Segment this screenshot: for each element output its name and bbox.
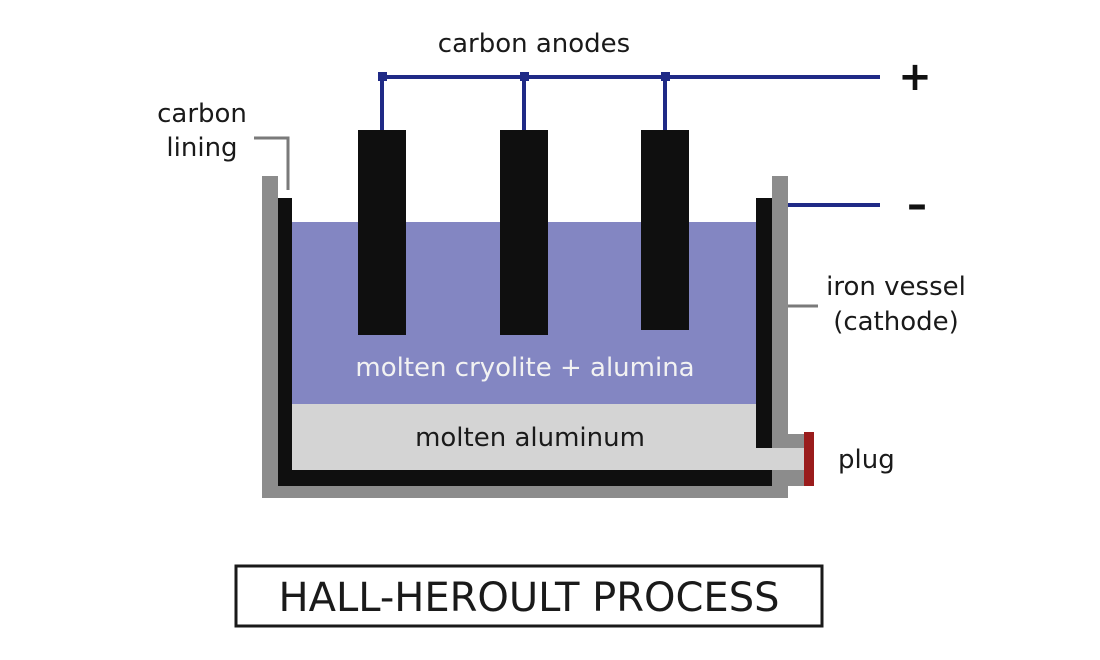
title-frame xyxy=(234,564,824,628)
drain-channel-bottom xyxy=(772,470,806,486)
lining-right xyxy=(756,198,772,448)
title-box: HALL-HEROULT PROCESS xyxy=(234,564,824,628)
positive-wiring xyxy=(380,75,880,130)
iron-vessel-label-line1: iron vessel xyxy=(826,272,966,302)
aluminum-layer xyxy=(292,404,756,470)
carbon-anodes xyxy=(358,130,689,335)
plug xyxy=(804,432,814,486)
iron-vessel xyxy=(262,176,788,498)
plug-label: plug xyxy=(838,445,895,475)
vessel-left-wall xyxy=(262,176,278,498)
drain-channel xyxy=(756,448,806,470)
plus-sign: + xyxy=(898,54,932,100)
vessel-right-wall xyxy=(772,176,788,498)
carbon-lining-leader xyxy=(254,136,290,190)
anode-1 xyxy=(358,130,406,335)
anode-3 xyxy=(641,130,689,330)
minus-sign: – xyxy=(907,182,927,228)
anode-2 xyxy=(500,130,548,335)
aluminum-label: molten aluminum xyxy=(415,423,645,453)
carbon-anodes-label: carbon anodes xyxy=(438,29,630,59)
junction-3 xyxy=(661,72,670,81)
vessel-bottom xyxy=(262,484,788,498)
lining-bottom xyxy=(278,470,772,486)
wire-junctions xyxy=(378,72,670,81)
iron-vessel-label-line2: (cathode) xyxy=(833,307,959,337)
carbon-lining xyxy=(278,198,772,486)
carbon-lining-label-line2: lining xyxy=(166,133,237,163)
junction-2 xyxy=(520,72,529,81)
junction-1 xyxy=(378,72,387,81)
carbon-lining-label-line1: carbon xyxy=(157,99,247,129)
diagram-title: HALL-HEROULT PROCESS xyxy=(279,575,780,621)
cryolite-label: molten cryolite + alumina xyxy=(355,353,694,383)
drain-channel-top xyxy=(772,434,806,448)
lining-left xyxy=(278,198,292,486)
